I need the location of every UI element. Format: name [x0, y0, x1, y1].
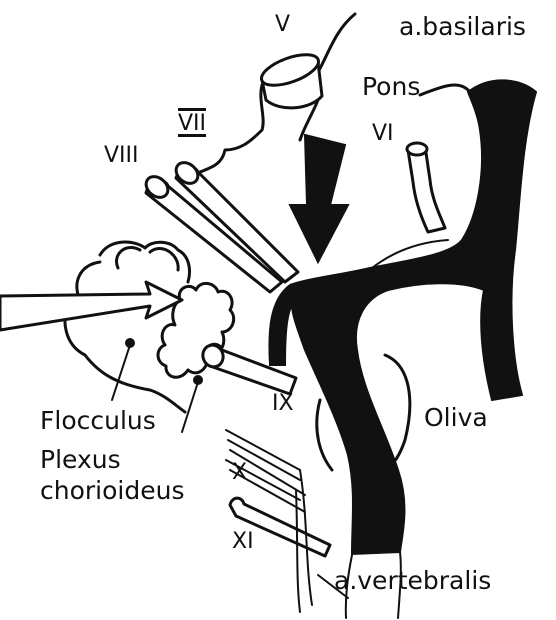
label-flocculus: Flocculus [40, 408, 156, 433]
downward-arrow [290, 135, 348, 262]
label-nerve-v: V [275, 14, 290, 36]
horizontal-arrow [0, 282, 182, 330]
label-nerve-x: X [232, 462, 247, 484]
label-nerve-ix: IX [272, 393, 294, 415]
label-nerve-xi: XI [232, 531, 254, 553]
nerve-vi-cut [407, 143, 427, 155]
label-nerve-vii: VII [178, 113, 206, 135]
label-plexus: Plexus [40, 447, 121, 472]
label-a-basilaris: a.basilaris [399, 14, 526, 39]
plexus-dot [194, 376, 202, 384]
flocculus-dot [126, 339, 134, 347]
cerebellum-lobes [77, 242, 190, 300]
nerve-vi [408, 146, 445, 232]
label-chorioideus: chorioideus [40, 478, 184, 503]
plexus-pointer [182, 382, 198, 432]
label-nerve-viii: VIII [104, 145, 139, 167]
flocculus-pointer [112, 345, 130, 400]
label-pons: Pons [362, 74, 420, 99]
label-a-vertebralis: a.vertebralis [334, 568, 491, 593]
label-nerve-vi: VI [372, 123, 394, 145]
label-oliva: Oliva [424, 405, 488, 430]
